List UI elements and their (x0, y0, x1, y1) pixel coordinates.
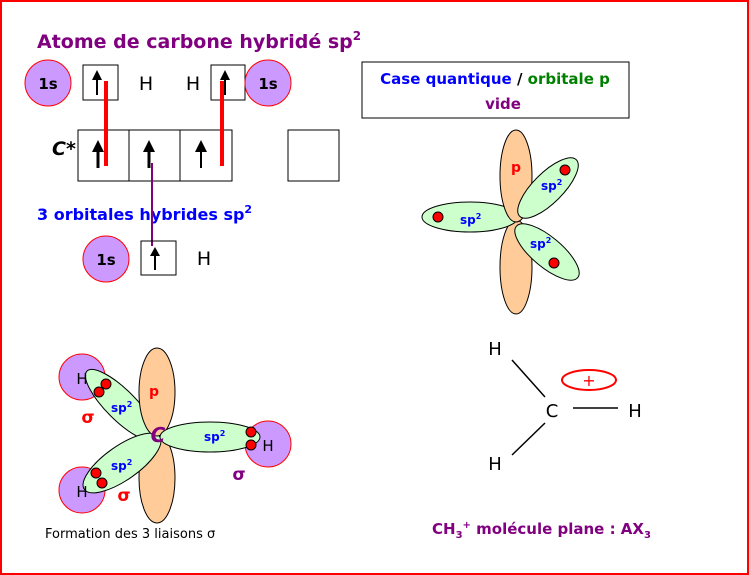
svg-text:sp2: sp2 (541, 178, 562, 193)
sigma-label: σ (81, 408, 94, 428)
svg-text:C: C (546, 401, 559, 422)
hybrid-label: 3 orbitales hybrides sp2 (37, 203, 252, 224)
h-1s-right: 1s (244, 59, 292, 107)
sigma-label: σ (117, 486, 130, 506)
arrow-up-icon (92, 70, 102, 80)
empty-p-box (287, 129, 340, 182)
svg-text:1s: 1s (96, 251, 115, 269)
formation-caption: Formation des 3 liaisons σ (45, 527, 215, 542)
sigma-bond-diagram: H H H p C sp2 sp2 sp2 σ σ σ (58, 347, 292, 524)
title: Atome de carbone hybridé sp2 (37, 29, 361, 53)
svg-text:sp2: sp2 (530, 236, 551, 251)
svg-text:p: p (511, 160, 521, 176)
svg-text:1s: 1s (258, 75, 277, 93)
svg-text:+: + (582, 371, 595, 390)
h-label: H (186, 73, 200, 95)
svg-text:H: H (262, 437, 273, 455)
h-box-left (82, 64, 119, 101)
carbon-hybrid-boxes (77, 129, 233, 182)
svg-text:sp2: sp2 (460, 212, 481, 227)
svg-text:H: H (76, 370, 87, 388)
carbon-excited-label: C* (52, 138, 76, 160)
arrow-up-icon (92, 140, 104, 152)
svg-text:sp2: sp2 (111, 400, 132, 415)
legend-box (361, 61, 630, 119)
h-1s-bottom: 1s (82, 235, 130, 283)
arrow-up-icon (143, 140, 155, 152)
ch3-structure: H H H C + (488, 339, 642, 475)
arrow-up-icon (220, 70, 230, 80)
svg-text:H: H (488, 454, 502, 475)
sp2-orbital-diagram: p sp2 sp2 sp2 (421, 129, 580, 315)
legend-line2: vide (485, 95, 521, 113)
positive-charge (561, 369, 617, 391)
svg-text:C: C (151, 423, 166, 447)
svg-text:sp2: sp2 (204, 429, 225, 444)
svg-text:1s: 1s (38, 75, 57, 93)
h-1s-left: 1s (24, 59, 72, 107)
h-label: H (139, 73, 153, 95)
svg-text:H: H (628, 401, 642, 422)
svg-text:p: p (149, 384, 159, 400)
svg-text:H: H (76, 483, 87, 501)
legend-line1: Case quantique / orbitale p (380, 70, 610, 88)
sigma-label: σ (232, 465, 245, 485)
h-label: H (197, 248, 211, 270)
h-box-bottom (140, 240, 177, 276)
arrow-up-icon (195, 140, 207, 152)
svg-text:H: H (488, 339, 502, 360)
arrow-up-icon (150, 247, 160, 256)
molecule-caption: CH3+ molécule plane : AX3 (432, 520, 651, 541)
svg-text:sp2: sp2 (111, 458, 132, 473)
